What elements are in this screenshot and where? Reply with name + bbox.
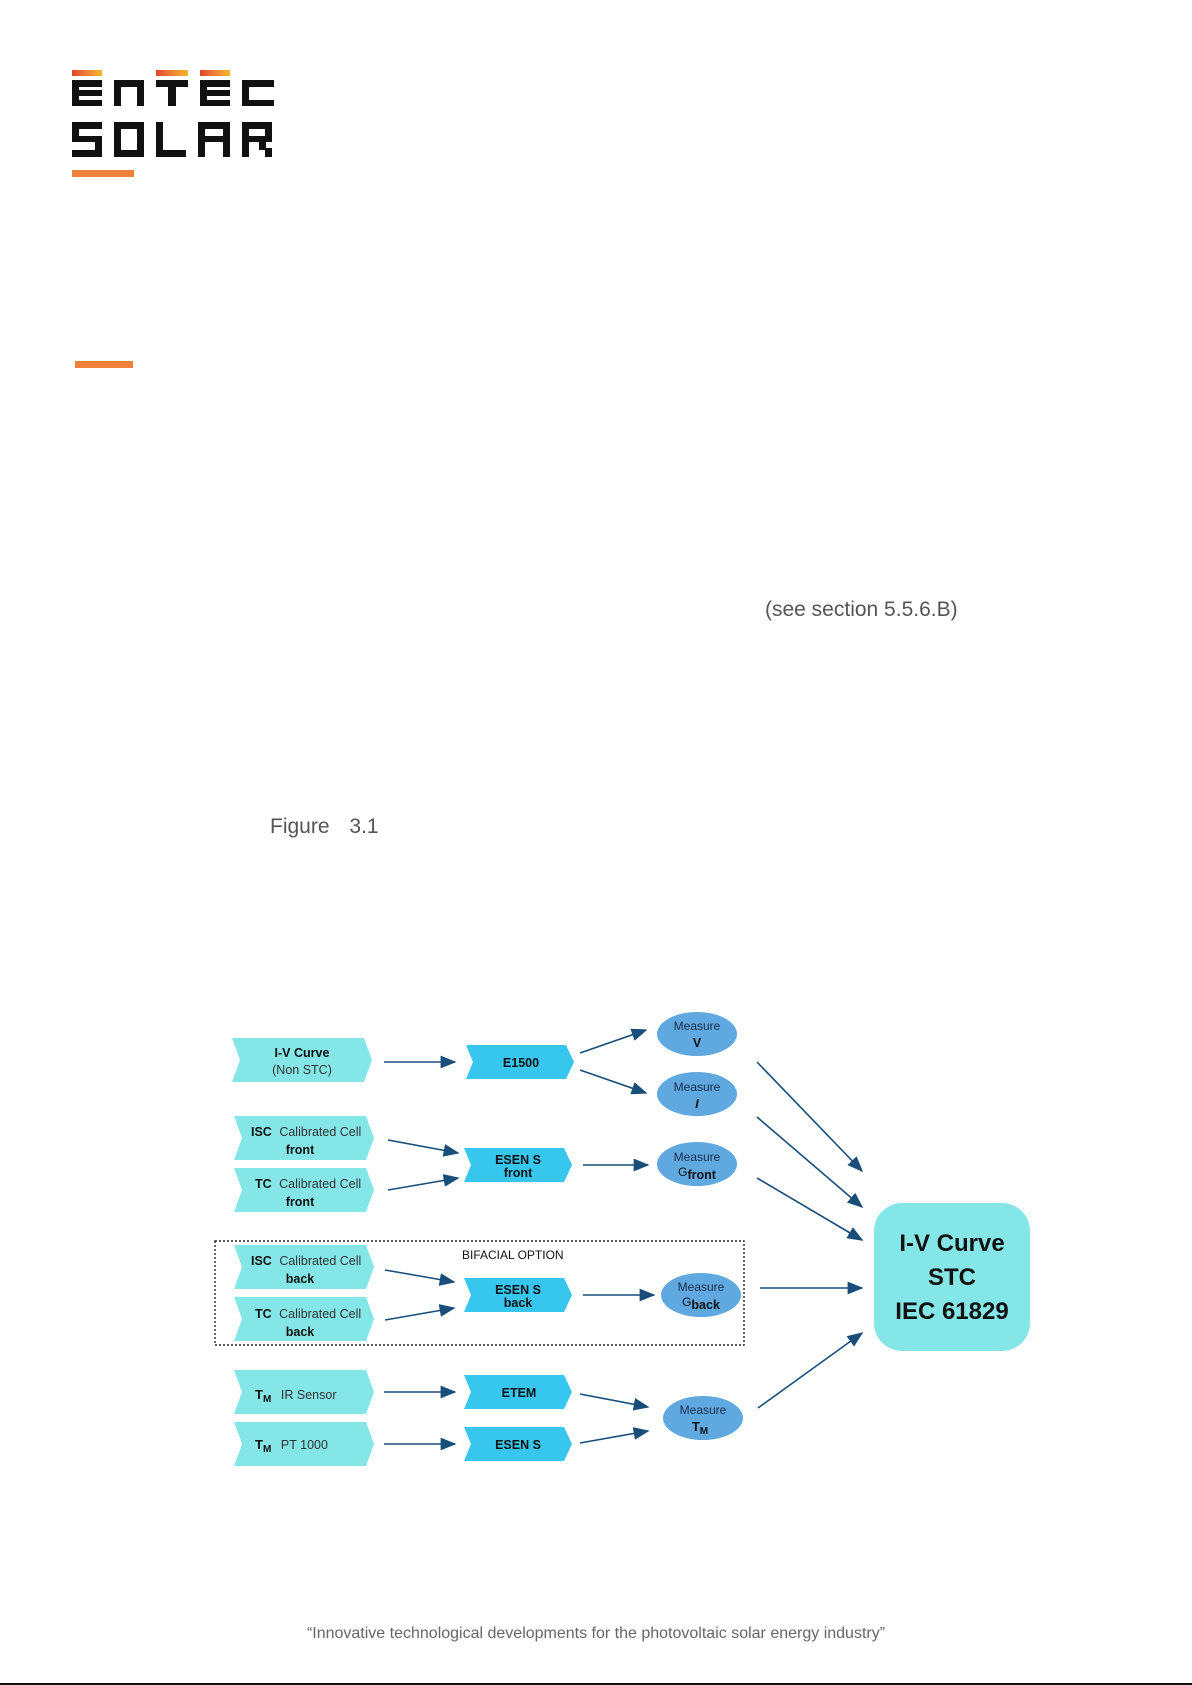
svg-text:ESEN S: ESEN S [495,1438,541,1452]
svg-text:I-V Curve: I-V Curve [899,1230,1004,1257]
iv-curve-diagram: BIFACIAL OPTION I-V Curve (Non STC) ISC … [214,1012,1030,1466]
input-isc-back: ISC Calibrated Cell back [234,1245,374,1289]
svg-text:TM PT 1000: TM PT 1000 [255,1437,328,1455]
svg-text:STC: STC [928,1264,976,1291]
svg-text:back: back [286,1325,315,1339]
svg-text:ISC Calibrated Cell: ISC Calibrated Cell [251,1254,361,1268]
input-iv-curve: I-V Curve (Non STC) [232,1038,372,1082]
measure-g-front: Measure Gfront [657,1142,737,1186]
svg-text:front: front [504,1166,533,1180]
input-tc-back: TC Calibrated Cell back [234,1297,374,1341]
svg-text:ESEN S: ESEN S [495,1283,541,1297]
svg-text:Measure: Measure [674,1150,721,1164]
arrow [579,1427,650,1444]
svg-text:back: back [286,1272,315,1286]
svg-text:ISC Calibrated Cell: ISC Calibrated Cell [251,1125,361,1139]
result-iv-curve-stc: I-V Curve STC IEC 61829 [874,1203,1030,1351]
arrow [579,1028,648,1054]
svg-text:ESEN S: ESEN S [495,1153,541,1167]
svg-text:front: front [286,1143,315,1157]
svg-text:ETEM: ETEM [502,1386,537,1400]
bottom-rule [0,1683,1192,1685]
bifacial-option-label: BIFACIAL OPTION [462,1248,564,1262]
svg-text:I: I [695,1097,699,1111]
arrow [384,1269,456,1286]
device-e1500: E1500 [466,1045,574,1079]
arrow [579,1069,648,1095]
logo-row-entec [72,80,274,106]
svg-text:Measure: Measure [678,1280,725,1294]
svg-text:Gfront: Gfront [678,1165,717,1182]
logo-underline [72,170,134,177]
input-isc-front: ISC Calibrated Cell front [234,1116,374,1160]
svg-text:Measure: Measure [674,1080,721,1094]
measure-tm: Measure TM [663,1396,743,1440]
device-esen-s-back: ESEN S back [464,1278,572,1312]
device-esen-s: ESEN S [464,1427,572,1461]
input-tc-front: TC Calibrated Cell front [234,1168,374,1212]
logo-accent [200,70,230,76]
arrow [757,1332,864,1409]
logo-accent [156,70,188,76]
svg-text:IEC 61829: IEC 61829 [895,1298,1008,1325]
input-tm-pt1000: TM PT 1000 [234,1422,374,1466]
entec-solar-logo [72,70,274,177]
svg-text:TC Calibrated Cell: TC Calibrated Cell [255,1177,361,1191]
arrow [756,1116,864,1209]
svg-text:E1500: E1500 [503,1056,539,1070]
svg-text:(Non STC): (Non STC) [272,1063,332,1077]
section-reference: (see section 5.5.6.B) [765,598,958,621]
arrow [387,1174,460,1191]
arrow [579,1393,650,1411]
measure-i: Measure I [657,1072,737,1116]
measure-g-back: Measure Gback [661,1273,741,1317]
section-marker [75,361,133,368]
svg-text:front: front [286,1195,315,1209]
device-esen-s-front: ESEN S front [464,1148,572,1182]
svg-text:TC Calibrated Cell: TC Calibrated Cell [255,1307,361,1321]
svg-text:Gback: Gback [682,1295,720,1312]
arrow [387,1139,460,1157]
footer-tagline: “Innovative technological developments f… [306,1625,886,1642]
input-tm-ir-sensor: TM IR Sensor [234,1370,374,1414]
arrow [384,1304,456,1321]
svg-text:I-V Curve: I-V Curve [275,1046,330,1060]
bifacial-option-box [214,1240,745,1346]
device-etem: ETEM [464,1375,572,1409]
arrow [756,1177,864,1241]
svg-text:Measure: Measure [680,1403,727,1417]
measure-v: Measure V [657,1012,737,1056]
arrow [756,1061,864,1173]
logo-row-solar [72,122,272,157]
svg-text:TM IR Sensor: TM IR Sensor [255,1387,337,1405]
svg-text:back: back [504,1296,533,1310]
svg-text:Measure: Measure [674,1019,721,1033]
diagram-arrows [384,1028,864,1451]
svg-text:TM: TM [692,1419,708,1437]
figure-caption: Figure 3.1 [270,815,379,838]
logo-accent [72,70,102,76]
svg-text:V: V [693,1036,702,1050]
